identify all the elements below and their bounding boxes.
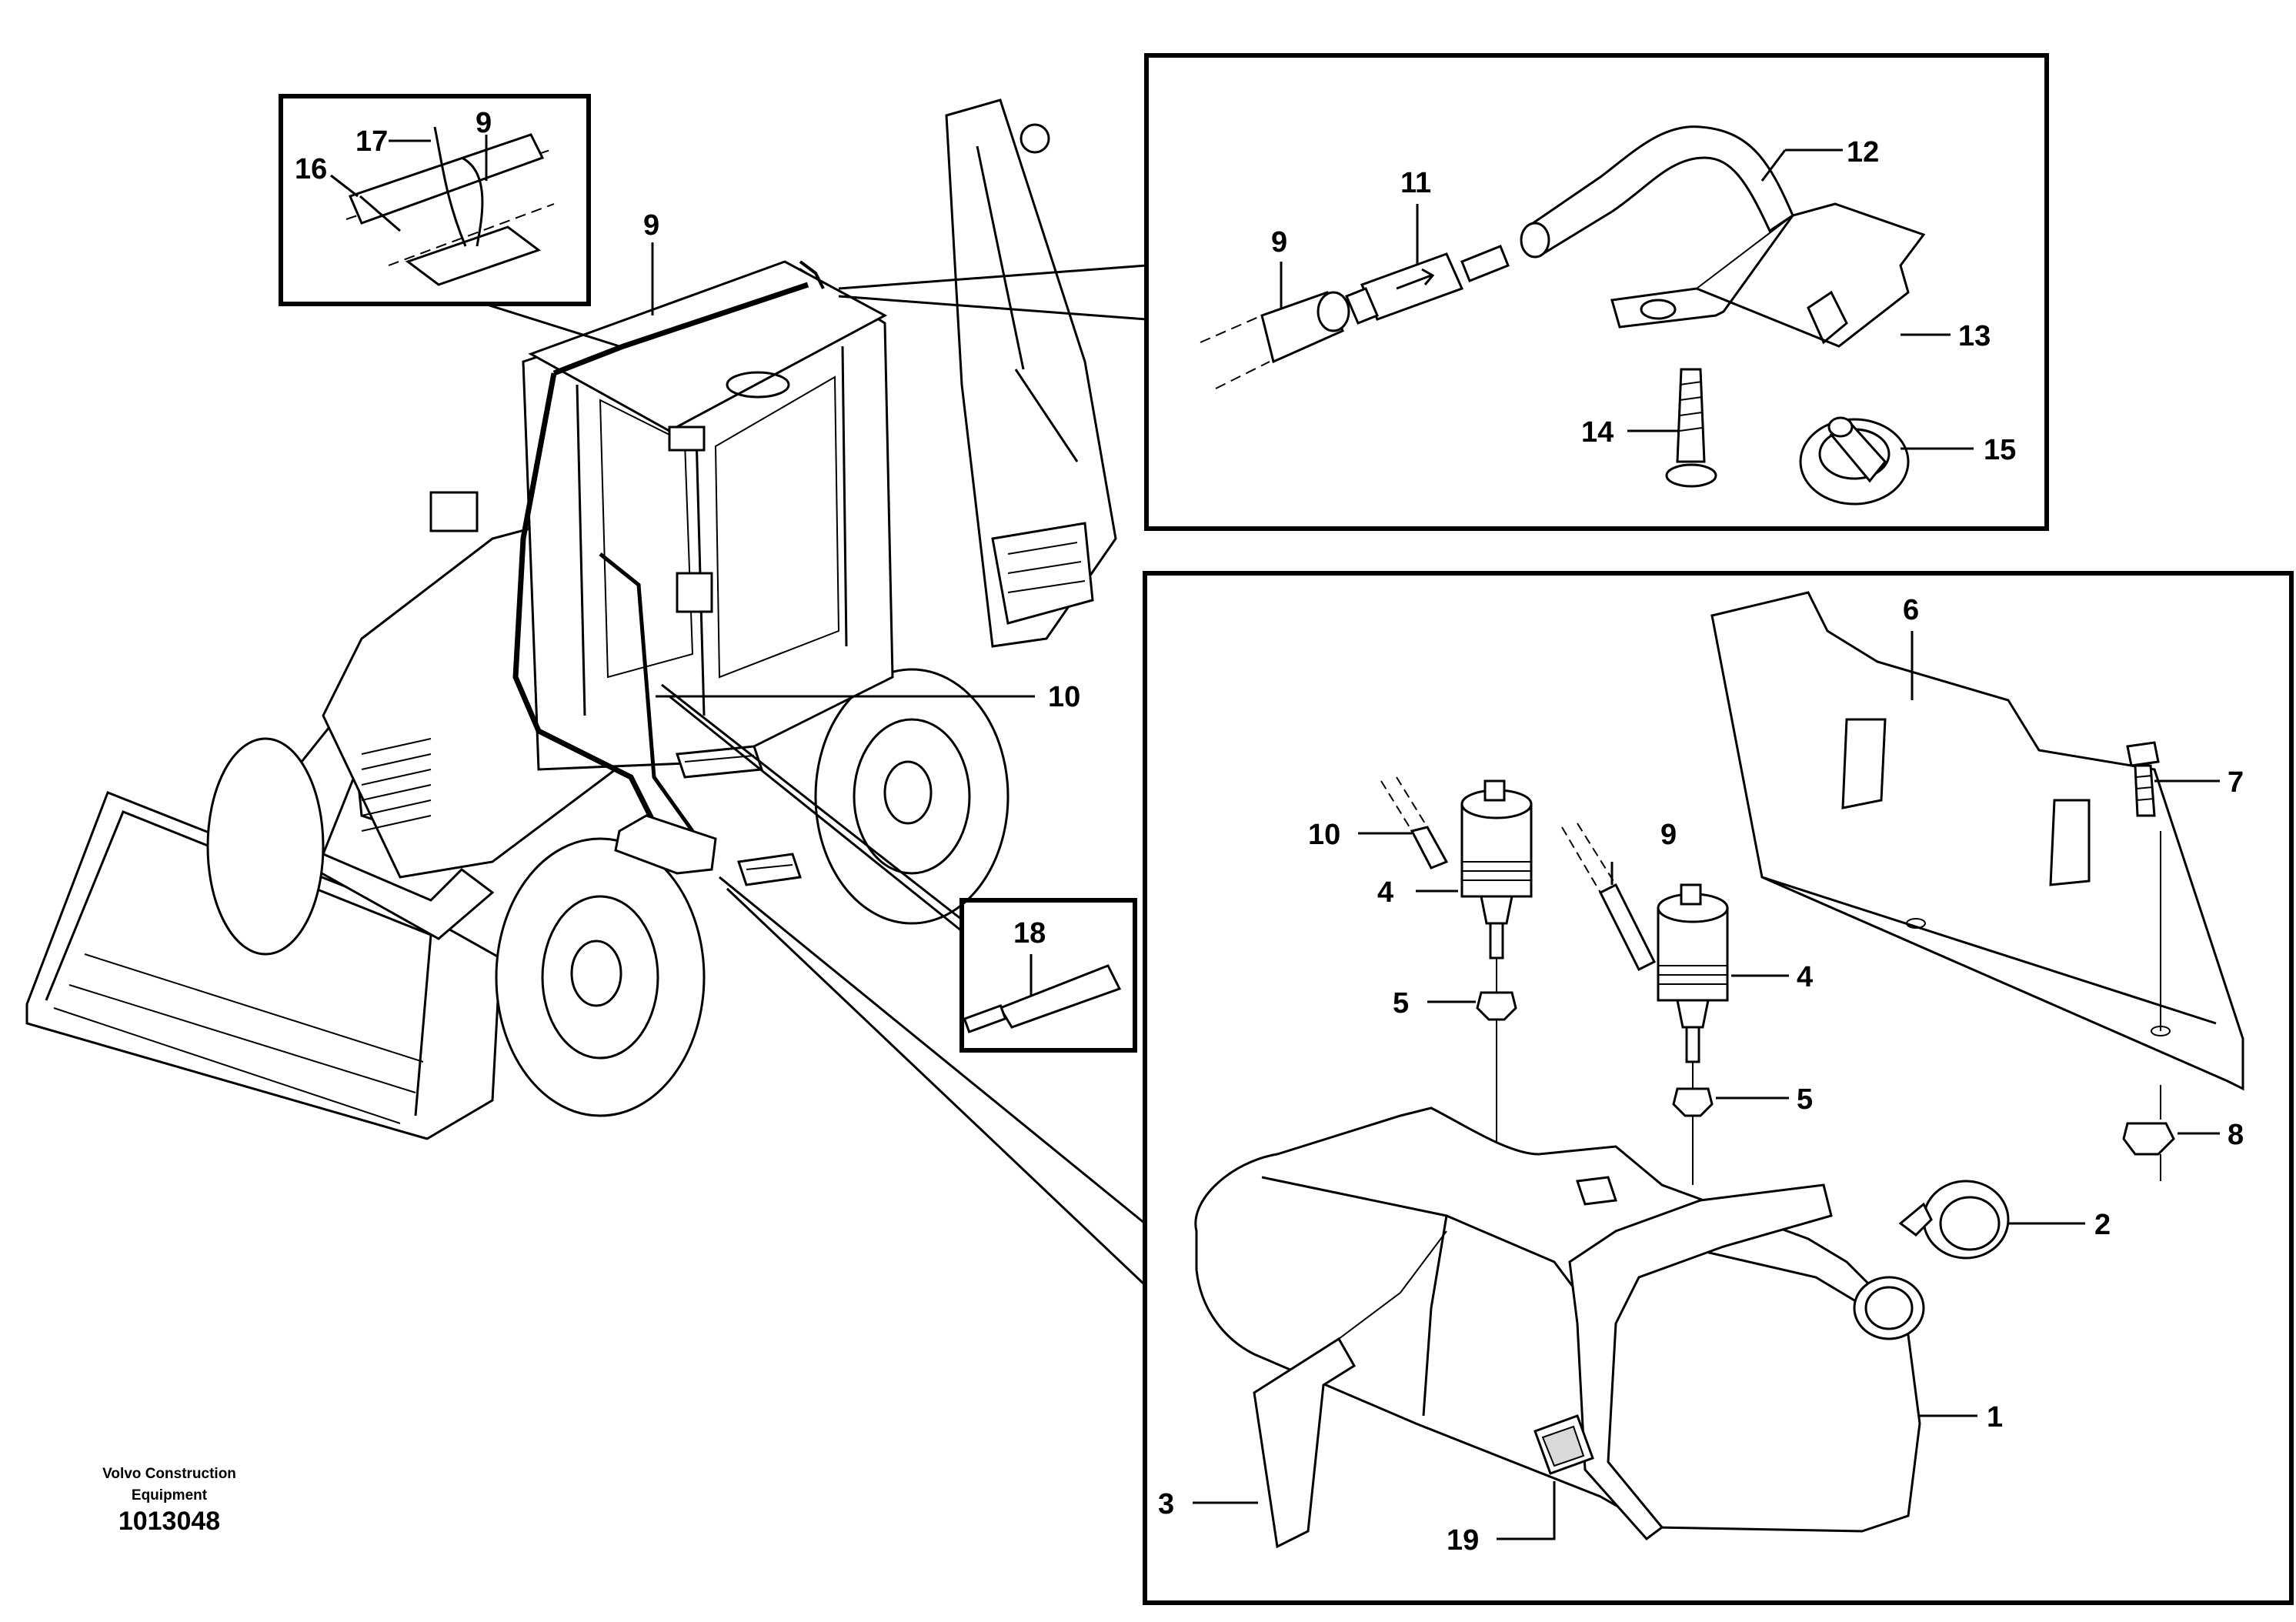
callout-top-9: 9 (1271, 226, 1287, 259)
callout-top-15: 15 (1984, 434, 2016, 466)
callout-bot-4b: 4 (1797, 961, 1813, 993)
callout-main-9: 9 (643, 209, 659, 242)
inset-washer-reservoir: 7 8 10 4 5 9 (1143, 571, 2294, 1605)
backhoe-arm (945, 98, 1117, 648)
callout-bot-2: 2 (2094, 1209, 2111, 1241)
callout-bot-10: 10 (1308, 819, 1340, 851)
callout-bot-5b: 5 (1797, 1083, 1813, 1116)
credit-line-1: Volvo Construction (102, 1466, 236, 1482)
callout-bot-5a: 5 (1393, 987, 1409, 1020)
callout-top-13: 13 (1958, 320, 1991, 352)
callout-bot-3: 3 (1158, 1488, 1174, 1520)
callout-bot-9: 9 (1660, 819, 1677, 851)
callout-bot-19: 19 (1447, 1524, 1479, 1557)
callout-top-14: 14 (1581, 416, 1614, 449)
leader-insert-clip (484, 302, 620, 348)
callout-18: 18 (1013, 917, 1046, 950)
callout-bot-8: 8 (2228, 1119, 2244, 1151)
callout-ins-17: 17 (355, 125, 388, 158)
inset-cable-clip: 17 9 16 (279, 94, 591, 306)
cab (522, 260, 894, 771)
leader-bot-19 (1497, 1481, 1556, 1540)
document-number: 1013048 (118, 1507, 221, 1536)
front-wheel (206, 737, 706, 1117)
callout-bot-6: 6 (1903, 594, 1919, 626)
callout-main-10: 10 (1048, 681, 1080, 713)
leader-top-12 (1760, 149, 1843, 182)
leader-ins-16 (330, 174, 359, 198)
rear-wheel (814, 668, 1010, 925)
callout-top-11: 11 (1400, 167, 1431, 199)
engine-grille (361, 738, 432, 832)
callout-ins-9: 9 (476, 107, 492, 139)
inset-nozzle-assembly: 9 11 12 13 14 15 (1144, 53, 2049, 531)
credit-line-2: Equipment (131, 1487, 208, 1504)
backhoe-loader-illustration (25, 98, 1117, 1140)
publisher-credit: Volvo Construction Equipment 1013048 (46, 1463, 292, 1537)
callout-ins-16: 16 (295, 153, 327, 185)
leader-insert-bottom (719, 876, 1146, 1287)
callout-top-12: 12 (1847, 136, 1879, 169)
leader-insert-18 (661, 683, 963, 933)
callout-bot-7: 7 (2228, 766, 2244, 799)
callout-bot-1: 1 (1987, 1401, 2003, 1433)
inset-sealant-tube: 18 (959, 898, 1137, 1053)
callout-bot-4a: 4 (1377, 876, 1393, 909)
leader-insert-top (838, 264, 1147, 321)
